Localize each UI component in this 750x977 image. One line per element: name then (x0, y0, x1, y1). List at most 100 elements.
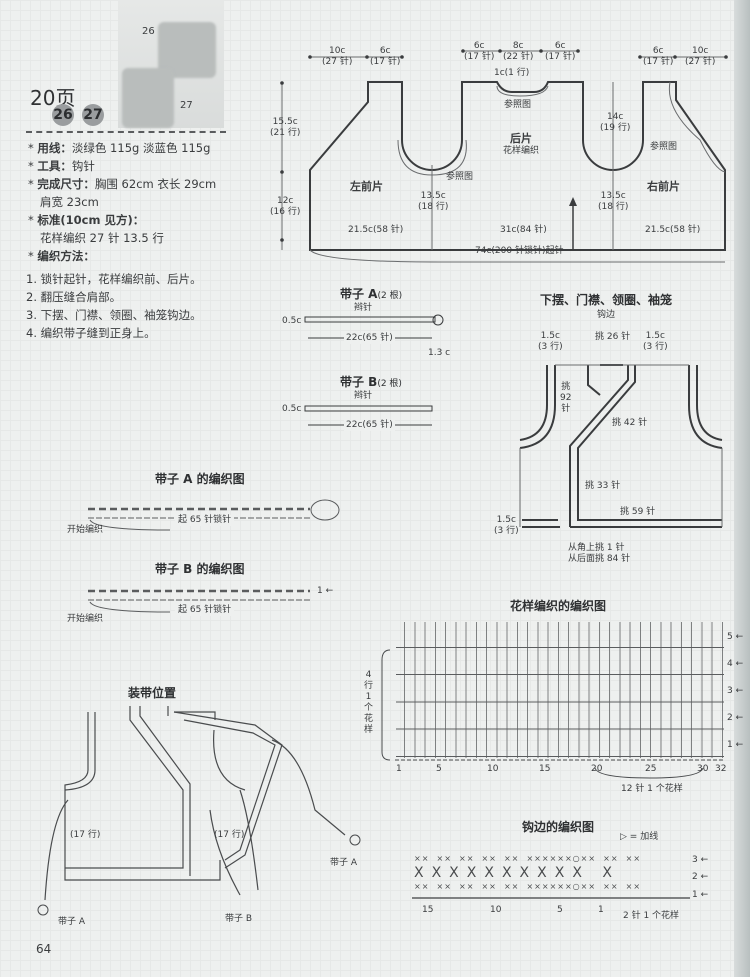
dim-width-right: 21.5c(58 针) (645, 225, 701, 235)
page-number: 64 (36, 942, 52, 956)
step-2: 2. 翻压缝合肩部。 (26, 290, 122, 304)
step-1: 1. 锁针起针，花样编织前、后片。 (26, 272, 202, 286)
edging-hem-dim: 1.5c(3 行) (494, 515, 519, 536)
pattern-repeat-note: 12 针 1 个花样 (621, 784, 683, 794)
pattern-col-5: 5 (436, 764, 442, 774)
dim-height-lower: 12c(16 行) (270, 196, 301, 217)
dim-armhole: 14c(19 行) (600, 112, 631, 133)
tie-a-chart-title: 带子 A 的编织图 (155, 472, 245, 486)
tie-pos-label-a-right: 带子 A (330, 858, 358, 868)
tie-a-loop: 1.3 c (428, 348, 451, 358)
pattern-col-30: 30 (697, 764, 709, 774)
pattern-row-3: 3 ← (727, 686, 744, 696)
spec-size: * 完成尺寸：胸围 62cm 衣长 29cm (28, 177, 217, 191)
vest-photo-27 (122, 68, 174, 128)
spec-yarn: * 用线：淡绿色 115g 淡蓝色 115g (28, 141, 211, 155)
pattern-col-20: 20 (591, 764, 603, 774)
tie-b-row1: 1 ← (317, 586, 334, 596)
tie-b-chart-title: 带子 B 的编织图 (155, 562, 245, 576)
pattern-row-4: 4 ← (727, 659, 744, 669)
tie-a-stitch: 辫针 (354, 303, 373, 313)
edging-hem-pick: 挑 59 针 (618, 507, 658, 518)
spec-tool: * 工具：钩针 (28, 159, 95, 173)
pattern-col-1: 1 (396, 764, 402, 774)
spec-method: * 编织方法： (28, 249, 95, 263)
dim-right-neck: 6c(17 针) (643, 46, 674, 67)
badge-26: 26 (52, 104, 74, 126)
edge-col-5: 5 (557, 905, 563, 915)
pattern-col-10: 10 (487, 764, 499, 774)
label-left-front: 左前片 (350, 180, 383, 193)
tie-a-title: 带子 A(2 根) (340, 287, 403, 301)
dim-height-upper: 15.5c(21 行) (270, 117, 301, 138)
tie-b-start: 开始编织 (67, 614, 104, 624)
label-back: 后片 (510, 132, 532, 145)
spec-gauge-value: 花样编织 27 针 13.5 行 (40, 231, 164, 245)
step-3: 3. 下摆、门襟、领圈、袖笼钩边。 (26, 308, 202, 322)
pattern-col-32: 32 (715, 764, 727, 774)
ref-left-armhole: 参照图 (446, 172, 474, 182)
tie-b-title: 带子 B(2 根) (340, 375, 402, 389)
tie-pos-label-a-left: 带子 A (58, 917, 86, 927)
edge-col-1: 1 (598, 905, 604, 915)
pattern-col-25: 25 (645, 764, 657, 774)
dim-left-shoulder: 10c(27 针) (322, 46, 353, 67)
dim-right-shoulder: 10c(27 针) (685, 46, 716, 67)
photo-label-27: 27 (180, 100, 193, 111)
spec-gauge: * 标准(10cm 见方)： (28, 213, 145, 227)
edging-subtitle: 钩边 (597, 310, 616, 320)
tie-b-width: 0.5c (282, 404, 302, 414)
edging-corner-note1: 从角上挑 1 针 (568, 543, 625, 553)
edging-dim-left: 1.5c(3 行) (538, 331, 563, 352)
dim-back-shoulder-right: 6c(17 针) (545, 41, 576, 62)
edging-title: 下摆、门襟、领圈、袖笼 (540, 293, 673, 307)
pattern-chart-title: 花样编织的编织图 (510, 599, 607, 613)
pattern-row-5: 5 ← (727, 632, 744, 642)
edge-repeat-note: 2 针 1 个花样 (623, 911, 680, 921)
tie-pos-label-b: 带子 B (225, 914, 253, 924)
book-spine-shadow (734, 0, 750, 977)
pattern-row-1: 1 ← (727, 740, 744, 750)
edging-front-pick: 挑 42 针 (612, 418, 648, 428)
ref-neck: 参照图 (504, 100, 532, 110)
label-back-stitch: 花样编织 (503, 146, 540, 156)
product-photo: 26 27 (118, 0, 224, 128)
edging-corner-note2: 从后面挑 84 针 (568, 554, 631, 564)
dim-side-left: 13.5c(18 行) (418, 191, 449, 212)
edging-neck-pick: 挑 26 针 (595, 332, 631, 342)
edge-col-15: 15 (422, 905, 434, 915)
dashed-divider (26, 131, 226, 133)
step-4: 4. 编织带子缝到正身上。 (26, 326, 156, 340)
dim-left-neck: 6c(17 针) (370, 46, 401, 67)
dim-width-back: 31c(84 针) (500, 225, 547, 235)
pattern-col-15: 15 (539, 764, 551, 774)
tie-a-chain: 起 65 针锁针 (175, 515, 235, 526)
pattern-row-separators (396, 622, 724, 758)
edge-legend: ▷ = 加线 (620, 832, 659, 842)
tie-a-start: 开始编织 (67, 525, 104, 535)
dim-side-right: 13.5c(18 行) (598, 191, 629, 212)
label-right-front: 右前片 (647, 180, 680, 193)
dim-neck-depth: 1c(1 行) (494, 68, 530, 78)
tie-pos-rows-right: (17 行) (214, 830, 245, 840)
edge-chart-stitches: ×× ×× ×× ×× ×× ××××××○×× ×× ×× XXXXXXXXX… (414, 854, 642, 891)
edging-dim-right: 1.5c(3 行) (643, 331, 668, 352)
pattern-row-2: 2 ← (727, 713, 744, 723)
dim-total-width: 74c(200 针锁针)起针 (475, 246, 564, 256)
add-yarn-icon: ▷ (620, 832, 627, 842)
edge-chart-title: 钩边的编织图 (522, 820, 595, 834)
tie-b-length: 22c(65 针) (344, 420, 395, 431)
spec-size-shoulder: 肩宽 23cm (40, 195, 99, 209)
edge-col-10: 10 (490, 905, 502, 915)
tie-b-chain: 起 65 针锁针 (175, 605, 235, 616)
edge-row-3: 3 ← (692, 855, 709, 865)
ref-right-front: 参照图 (650, 142, 678, 152)
tie-pos-rows-left: (17 行) (70, 830, 101, 840)
tie-a-length: 22c(65 针) (344, 333, 395, 344)
edging-front-low-pick: 挑 33 针 (585, 481, 621, 491)
tie-b-stitch: 辫针 (354, 391, 373, 401)
